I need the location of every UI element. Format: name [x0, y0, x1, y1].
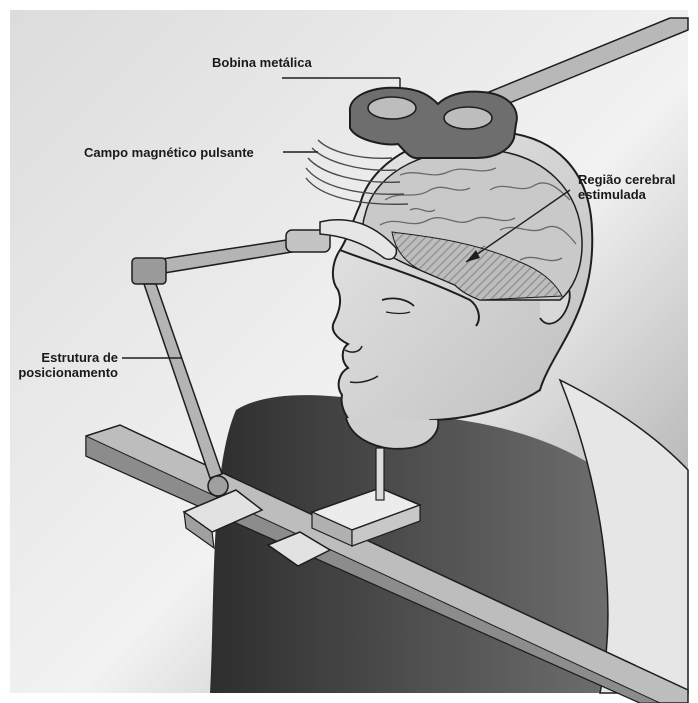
coil-loop-left [368, 97, 416, 119]
label-field: Campo magnético pulsante [84, 145, 254, 160]
arm-joint [132, 258, 166, 284]
label-region-line1: Região cerebral [578, 172, 676, 187]
chin-post [376, 448, 384, 500]
label-frame-line2: posicionamento [18, 365, 118, 380]
label-coil: Bobina metálica [212, 55, 312, 70]
lower-joint [208, 476, 228, 496]
label-stimulated-region: Região cerebral estimulada [578, 172, 676, 202]
label-region-line2: estimulada [578, 187, 676, 202]
coil-loop-right [444, 107, 492, 129]
label-positioning-frame: Estrutura de posicionamento [18, 350, 118, 380]
label-frame-line1: Estrutura de [18, 350, 118, 365]
